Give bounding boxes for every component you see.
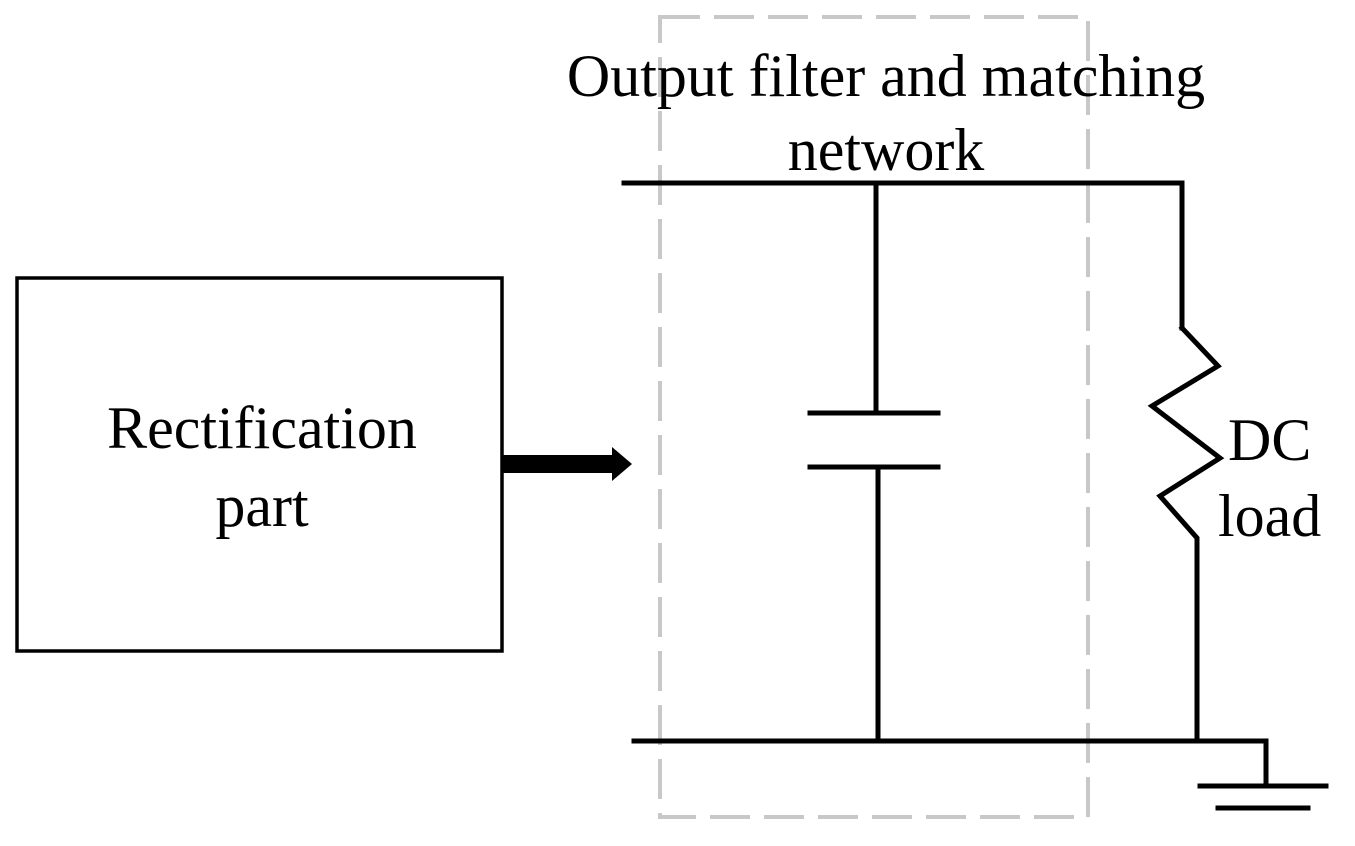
ground-icon xyxy=(1197,783,1329,811)
rectification-block xyxy=(15,276,504,653)
bottom-rail-wire xyxy=(631,738,1269,789)
dc-load-resistor xyxy=(1147,324,1225,744)
filter-network-region xyxy=(658,15,1090,819)
dc-load-label-line1: DC xyxy=(1228,407,1311,473)
filter-network-label-line2: network xyxy=(788,117,985,183)
top-rail-wire xyxy=(621,180,1185,331)
signal-arrow xyxy=(502,447,632,481)
dc-load-label-line2: load xyxy=(1218,483,1321,549)
rectification-label-line2: part xyxy=(215,473,309,539)
filter-network-label-line1: Output filter and matching xyxy=(567,43,1205,109)
rectification-label-line1: Rectification xyxy=(107,395,417,461)
